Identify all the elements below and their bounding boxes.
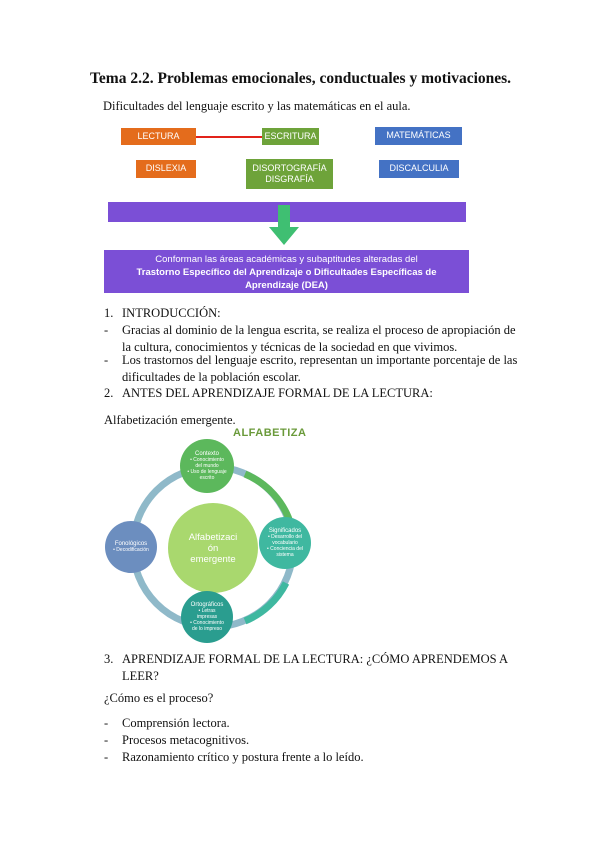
cycle-node-bottom: Ortográficos • Letras impresas • Conocim… — [181, 591, 233, 643]
node-line: • Conocimiento — [190, 457, 224, 463]
box-matematicas: MATEMÁTICAS — [375, 127, 462, 145]
node-line: de lo impreso — [191, 626, 222, 632]
bullet-line: dificultades de la población escolar. — [122, 370, 301, 384]
bullet-text: Los trastornos del lenguaje escrito, rep… — [122, 352, 522, 386]
title-line: APRENDIZAJE FORMAL DE LA LECTURA: ¿CÓMO … — [122, 652, 509, 666]
section-2-heading: 2. ANTES DEL APRENDIZAJE FORMAL DE LA LE… — [104, 385, 524, 402]
node-line: • Conciencia del — [267, 546, 303, 552]
dea-banner-line1: Conforman las áreas académicas y subapti… — [155, 254, 418, 265]
center-line: Alfabetizaci — [188, 531, 238, 543]
section-3-number: 3. — [104, 652, 114, 666]
dea-banner: Conforman las áreas académicas y subapti… — [104, 250, 469, 293]
section-1-number: 1. — [104, 306, 114, 320]
disortografia-label: DISORTOGRAFÍA — [252, 162, 327, 173]
node-title: Contexto — [194, 451, 219, 457]
disgrafia-label: DISGRAFÍA — [265, 174, 314, 184]
connector-line — [196, 136, 262, 138]
bullet-text: Razonamiento crítico y postura frente a … — [122, 750, 364, 764]
page-subtitle: Dificultades del lenguaje escrito y las … — [103, 99, 411, 113]
box-escritura: ESCRITURA — [262, 128, 319, 145]
node-line: impresas — [196, 614, 218, 620]
section-2-text: Alfabetización emergente. — [104, 413, 236, 427]
bullet-line: Los trastornos del lenguaje escrito, rep… — [122, 353, 518, 367]
center-line: emergente — [190, 553, 236, 565]
bullet-text: Gracias al dominio de la lengua escrita,… — [122, 322, 522, 356]
down-arrow-icon — [269, 205, 299, 245]
node-line: • Conocimiento — [190, 620, 224, 626]
bullet-text: Comprensión lectora. — [122, 716, 230, 730]
node-title: Significados — [268, 528, 302, 534]
section-3-item: - Procesos metacognitivos. — [104, 732, 524, 749]
bullet-marker: - — [104, 733, 109, 747]
node-title: Fonológicos — [114, 541, 148, 547]
box-discalculia: DISCALCULIA — [379, 160, 459, 178]
center-line: ón — [207, 542, 219, 554]
node-line: • Desarrollo del — [268, 534, 302, 540]
node-line: • Decodificación — [113, 547, 149, 553]
bullet-marker: - — [104, 323, 109, 337]
section-3-title: APRENDIZAJE FORMAL DE LA LECTURA: ¿CÓMO … — [122, 651, 522, 685]
bullet-marker: - — [104, 353, 109, 367]
section-1-title: INTRODUCCIÓN: — [122, 306, 221, 320]
cycle-banner: ALFABETIZA — [233, 427, 307, 439]
section-1-bullet-2: - Los trastornos del lenguaje escrito, r… — [104, 352, 524, 386]
section-1-heading: 1. INTRODUCCIÓN: — [104, 305, 524, 322]
cycle-node-top: Contexto • Conocimiento del mundo • Uso … — [180, 439, 234, 493]
cycle-center: Alfabetizaci ón emergente — [168, 503, 258, 593]
node-line: escrito — [199, 475, 215, 481]
node-line: • Letras — [198, 608, 216, 614]
section-2-number: 2. — [104, 386, 114, 400]
page-title: Tema 2.2. Problemas emocionales, conduct… — [90, 70, 512, 87]
node-title: Ortográficos — [190, 602, 224, 608]
section-3-question: ¿Cómo es el proceso? — [104, 691, 214, 705]
dea-banner-line3: Aprendizaje (DEA) — [245, 280, 328, 291]
section-3-heading: 3. APRENDIZAJE FORMAL DE LA LECTURA: ¿CÓ… — [104, 651, 524, 685]
dea-banner-line2: Trastorno Específico del Aprendizaje o D… — [136, 267, 437, 278]
node-line: • Uso de lenguaje — [187, 469, 227, 475]
box-lectura: LECTURA — [121, 128, 196, 145]
bullet-marker: - — [104, 750, 109, 764]
box-dislexia: DISLEXIA — [136, 160, 196, 178]
bullet-line: la cultura, conocimientos y técnicas de … — [122, 340, 458, 354]
bullet-marker: - — [104, 716, 109, 730]
section-3-item: - Razonamiento crítico y postura frente … — [104, 749, 524, 766]
cycle-node-right: Significados • Desarrollo del vocabulari… — [259, 517, 311, 569]
node-line: del mundo — [195, 463, 219, 469]
alfabetizacion-cycle: ALFABETIZA Alfabetizaci ón emergente Con… — [95, 425, 335, 645]
section-1-bullet-1: - Gracias al dominio de la lengua escrit… — [104, 322, 524, 356]
section-3-item: - Comprensión lectora. — [104, 715, 524, 732]
cycle-node-left: Fonológicos • Decodificación — [105, 521, 157, 573]
section-2-title: ANTES DEL APRENDIZAJE FORMAL DE LA LECTU… — [122, 386, 433, 400]
node-line: vocabulario — [272, 540, 298, 546]
bullet-line: Gracias al dominio de la lengua escrita,… — [122, 323, 516, 337]
bullet-text: Procesos metacognitivos. — [122, 733, 250, 747]
title-line: LEER? — [122, 669, 159, 683]
box-disortografia: DISORTOGRAFÍA DISGRAFÍA — [246, 159, 333, 189]
node-line: sistema — [276, 552, 294, 558]
